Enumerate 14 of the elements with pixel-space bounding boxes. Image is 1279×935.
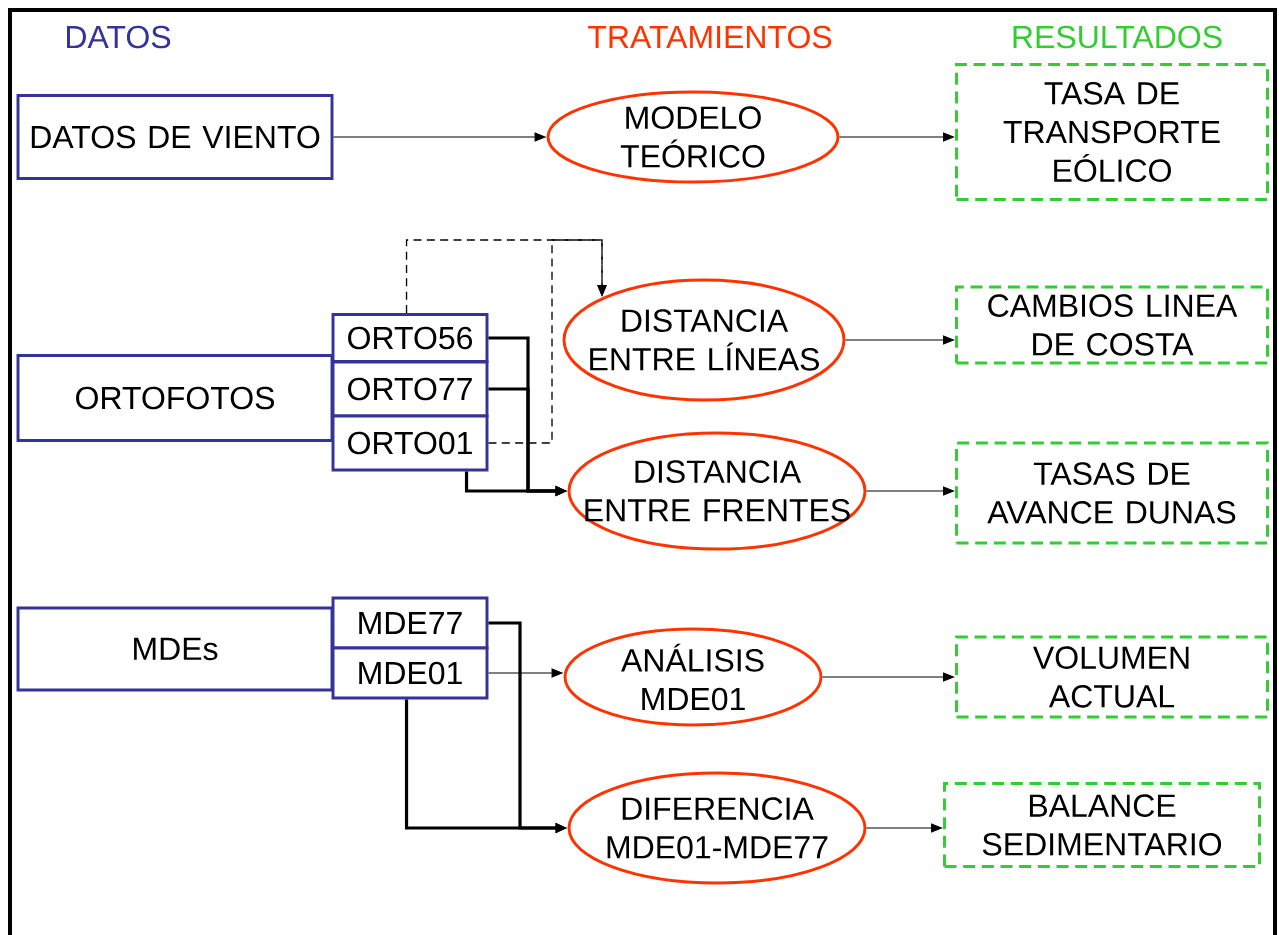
result-box: CAMBIOS LINEA DE COSTA [955, 285, 1269, 365]
column-heading: DATOS [67, 25, 171, 49]
result-box: BALANCE SEDIMENTARIO [943, 782, 1261, 868]
data-box: MDE77 [331, 596, 489, 650]
result-box: VOLUMEN ACTUAL [955, 635, 1269, 719]
column-heading: TRATAMIENTOS [588, 25, 832, 49]
data-box: ORTO01 [331, 414, 489, 472]
data-box: MDE01 [331, 646, 489, 700]
result-box: TASA DE TRANSPORTE EÓLICO [955, 63, 1269, 201]
data-box: ORTO77 [331, 360, 489, 418]
data-box: ORTO56 [331, 313, 489, 363]
result-box: TASAS DE AVANCE DUNAS [955, 441, 1269, 545]
arrow [487, 239, 607, 444]
data-box: DATOS DE VIENTO [16, 94, 334, 180]
